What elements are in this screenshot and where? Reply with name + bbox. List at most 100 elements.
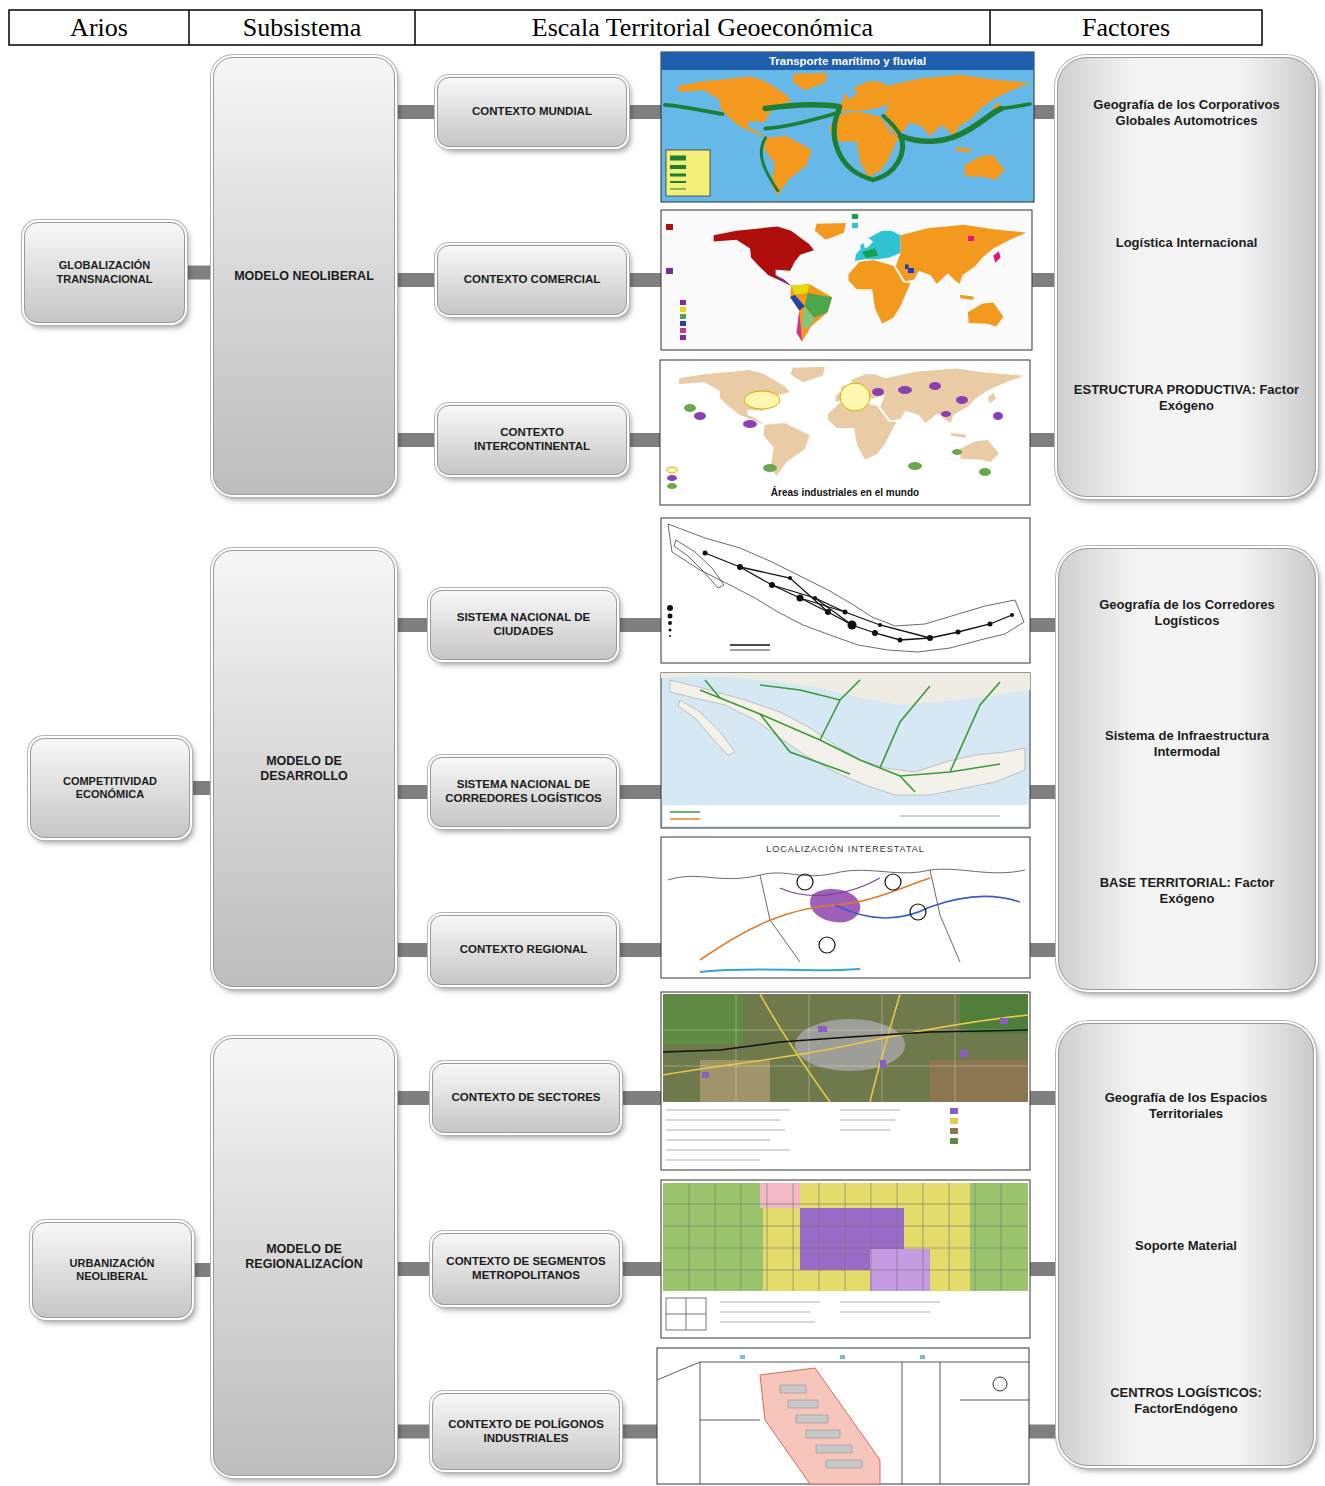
industrial-areas-map <box>667 475 677 481</box>
sector-map <box>661 992 1030 1170</box>
connector-bar <box>395 273 437 287</box>
trade-map <box>791 284 809 295</box>
shipping-map <box>670 174 686 177</box>
sector-map <box>955 994 956 1102</box>
sector-map <box>760 994 830 1102</box>
sector-map <box>700 1060 770 1102</box>
shipping-map <box>665 105 722 114</box>
trade-map <box>661 210 1032 350</box>
header-cell: Escala Territorial Geoeconómica <box>532 13 873 43</box>
sector-map <box>663 994 1028 1102</box>
segment-grid-map <box>663 1183 1028 1291</box>
city-network-map <box>667 551 1014 643</box>
scale-box: CONTEXTO DE SEGMENTOS METROPOLITANOS <box>432 1233 620 1305</box>
map-title: Áreas industriales en el mundo <box>771 487 919 498</box>
trade-map <box>680 328 686 333</box>
trade-map <box>680 321 686 326</box>
corridor-map <box>700 690 1000 776</box>
connector-bar <box>395 105 437 119</box>
segment-grid-map <box>767 1183 768 1291</box>
city-network-map <box>813 596 817 600</box>
shipping-map <box>670 189 686 190</box>
industrial-areas-map <box>667 467 677 473</box>
city-network-map <box>705 553 1012 640</box>
segment-grid-map <box>715 1183 716 1291</box>
industrial-polygon-plan <box>816 1445 852 1453</box>
segment-grid-map <box>689 1183 690 1291</box>
segment-grid-map <box>661 1180 1030 1338</box>
connector-bar <box>395 618 430 632</box>
regional-map <box>797 874 813 890</box>
factor-text: Logística Internacional <box>1070 235 1303 251</box>
trade-map <box>852 223 858 228</box>
city-network-map <box>669 629 672 632</box>
industrial-areas-map <box>956 396 968 404</box>
map-title-frame: Áreas industriales en el mundo <box>660 484 1030 500</box>
box-label: CONTEXTO DE POLÍGONOS INDUSTRIALES <box>446 1418 606 1446</box>
map-title-frame: Transporte marítimo y fluvial <box>661 52 1034 70</box>
regional-map <box>819 937 835 953</box>
corridor-map <box>820 680 860 740</box>
sector-map <box>663 1030 1028 1031</box>
city-network-map <box>797 595 804 602</box>
city-network-map <box>668 524 1024 652</box>
city-network-map <box>737 564 743 570</box>
corridor-map <box>900 776 915 792</box>
trade-map <box>776 249 909 342</box>
industrial-polygon-plan <box>657 1362 1029 1484</box>
connector-bar <box>395 433 437 447</box>
city-network-map <box>661 518 1030 663</box>
industrial-areas-map <box>979 468 991 476</box>
scale-box: CONTEXTO REGIONAL <box>430 915 617 985</box>
header-table <box>989 10 991 45</box>
scale-box: CONTEXTO DE POLÍGONOS INDUSTRIALES <box>432 1393 620 1470</box>
box-label: CONTEXTO COMERCIAL <box>464 273 601 287</box>
corridor-map <box>670 818 700 820</box>
trade-map <box>666 224 673 230</box>
shipping-map <box>661 52 1034 70</box>
header-cell: Arios <box>70 13 128 43</box>
box-label: GLOBALIZACIÓN TRANSNACIONAL <box>39 259 171 285</box>
regional-map <box>835 896 1020 918</box>
sector-map <box>666 1110 790 1111</box>
segment-grid-map <box>663 1183 1028 1291</box>
industrial-polygon-plan <box>740 1355 745 1359</box>
segment-grid-map <box>840 1302 940 1303</box>
sector-map <box>663 994 743 1044</box>
factor-text: Soporte Material <box>1071 1238 1301 1254</box>
city-network-map <box>878 623 882 627</box>
sector-map <box>950 1118 958 1124</box>
connector-bar <box>395 1091 432 1105</box>
industrial-polygon-plan <box>920 1355 925 1359</box>
segment-grid-map <box>663 1226 1028 1227</box>
city-network-map <box>667 605 673 611</box>
industrial-areas-map <box>679 367 1024 476</box>
scale-box: SISTEMA NACIONAL DE CIUDADES <box>430 590 617 660</box>
regional-map <box>668 869 1025 880</box>
industrial-polygon-plan <box>796 1415 828 1423</box>
regional-map <box>700 878 930 960</box>
corridor-map <box>670 680 1025 795</box>
city-network-map <box>843 610 848 615</box>
sector-map <box>666 1110 900 1160</box>
city-network-map <box>769 582 775 588</box>
segment-grid-map <box>949 1183 950 1291</box>
shipping-map <box>1001 104 1030 109</box>
corridor-map <box>880 686 930 768</box>
factor-text: ESTRUCTURA PRODUCTIVA: Factor Exógeno <box>1070 382 1303 413</box>
header-cell: Subsistema <box>243 13 361 43</box>
box-label: MODELO NEOLIBERAL <box>234 269 374 284</box>
header-cell: Factores <box>1082 13 1170 43</box>
factor-panel: Geografía de los Corredores LogísticosSi… <box>1058 548 1316 990</box>
sector-map <box>950 1138 958 1144</box>
trade-map <box>790 295 805 311</box>
connector-bar <box>192 1263 213 1277</box>
trade-map <box>661 210 1032 350</box>
box-label: CONTEXTO DE SEGMENTOS METROPOLITANOS <box>446 1255 606 1283</box>
sector-map <box>666 1120 780 1121</box>
industrial-areas-map <box>744 391 780 409</box>
trade-map <box>802 307 814 328</box>
sector-map <box>840 1120 895 1121</box>
shipping-map <box>670 165 686 169</box>
